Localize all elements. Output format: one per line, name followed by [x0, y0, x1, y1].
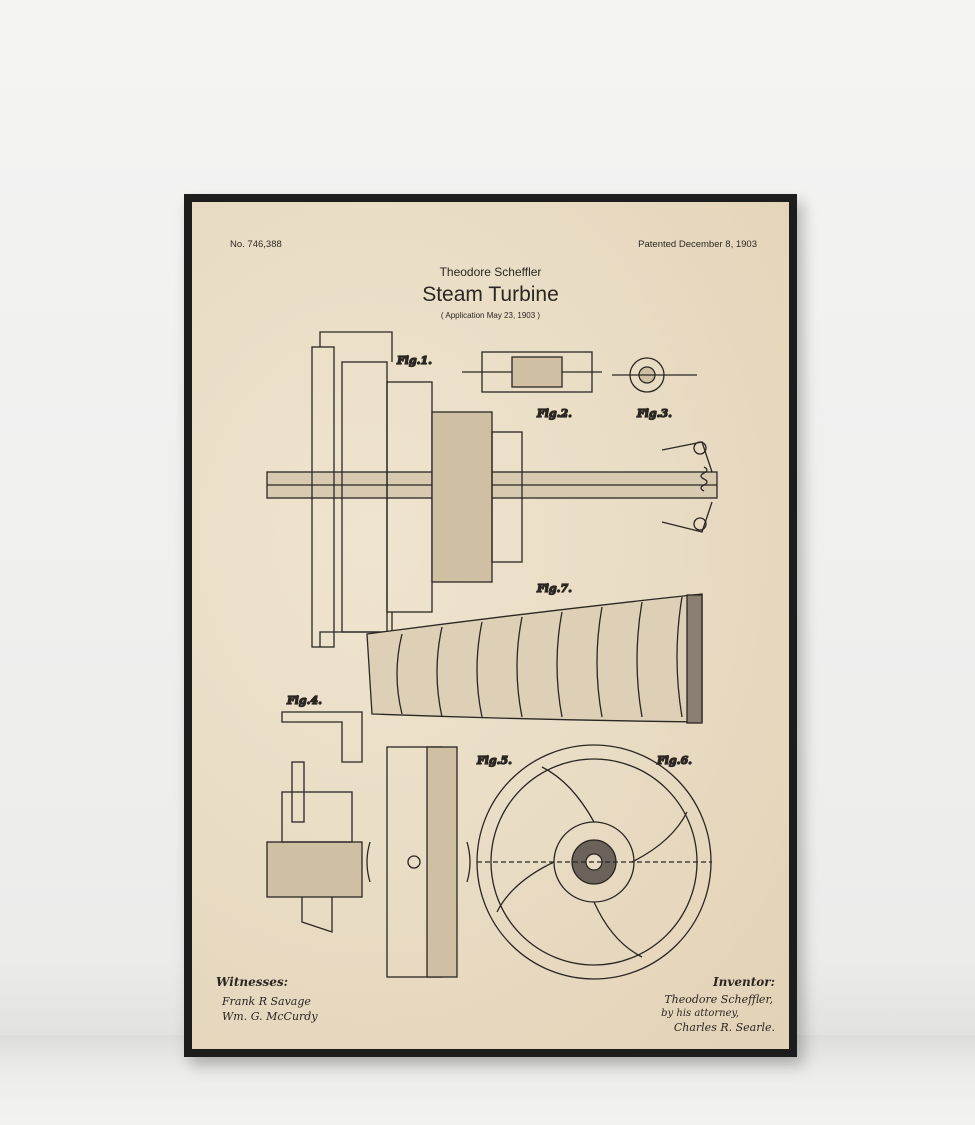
- fig1-drawing: [266, 331, 718, 648]
- fig4-label: Fig.4.: [286, 694, 322, 707]
- fig2-label: Fig.2.: [536, 407, 572, 420]
- fig1-label: Fig.1.: [396, 354, 432, 367]
- attorney-signature: Charles R. Searle.: [673, 1021, 775, 1034]
- fig6-drawing: [476, 744, 712, 980]
- poster-frame: No. 746,388 Patented December 8, 1903 Th…: [184, 194, 797, 1057]
- fig6-label: Fig.6.: [656, 754, 692, 767]
- fig2-drawing: [462, 351, 602, 393]
- fig5-drawing: [366, 746, 471, 978]
- witness-signature-2: Wm. G. McCurdy: [222, 1010, 318, 1023]
- inventor-name: Theodore Scheffler: [439, 265, 542, 279]
- patent-date: Patented December 8, 1903: [638, 239, 757, 250]
- application-date: ( Application May 23, 1903 ): [440, 311, 541, 320]
- patent-number: No. 746,388: [230, 239, 282, 250]
- witness-signature-1: Frank R Savage: [222, 995, 311, 1008]
- patent-drawing: Fig.1. Fig.2. Fig.3. Fig.4. Fig.5. Fig.6…: [266, 331, 718, 980]
- inventor-label: Inventor:: [713, 975, 775, 989]
- fig7-drawing: [366, 593, 703, 724]
- poster-title: Steam Turbine: [422, 283, 559, 306]
- fig7-label: Fig.7.: [536, 582, 572, 595]
- attorney-note: by his attorney,: [661, 1008, 739, 1019]
- inventor-signature: Theodore Scheffler,: [664, 993, 773, 1006]
- witnesses-label: Witnesses:: [216, 975, 289, 989]
- patent-poster: No. 746,388 Patented December 8, 1903 Th…: [192, 202, 789, 1049]
- fig5-label: Fig.5.: [476, 754, 512, 767]
- fig3-drawing: [612, 357, 697, 393]
- fig3-label: Fig.3.: [636, 407, 672, 420]
- fig4-drawing: [266, 711, 363, 933]
